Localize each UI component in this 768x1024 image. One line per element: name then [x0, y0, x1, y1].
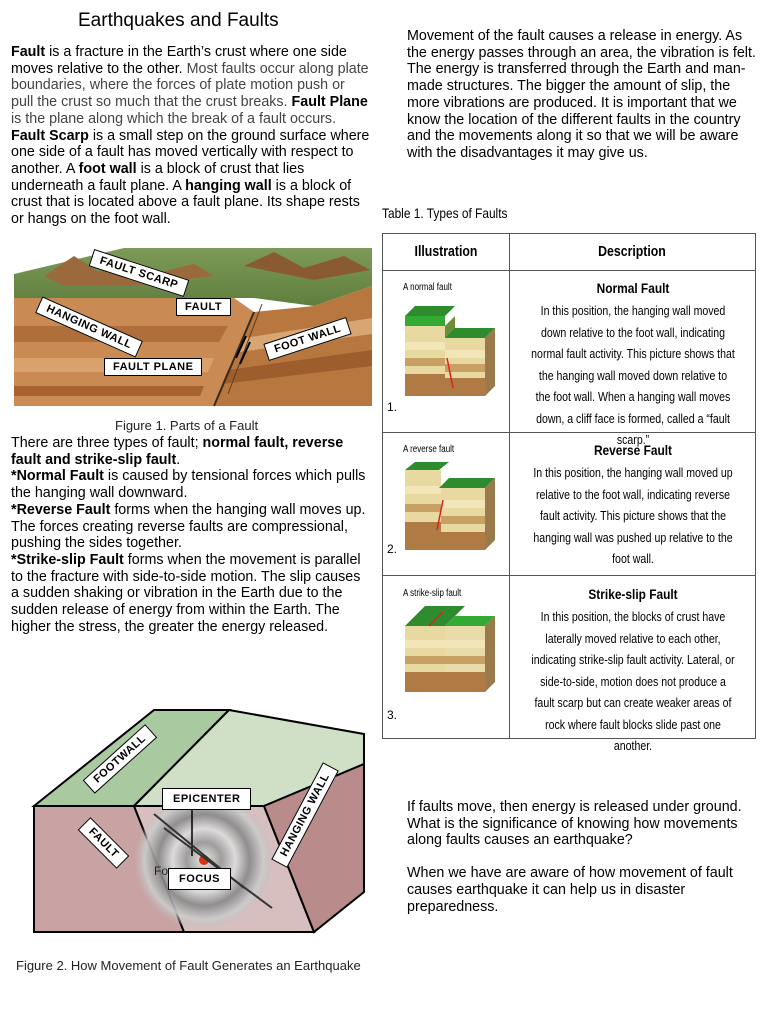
reverse-fault-definition: forms when the hanging wall moves up. Th…	[11, 501, 366, 552]
label-fo-partial: Fo	[154, 864, 169, 878]
fault-more: Most faults occur along plate boundaries…	[11, 60, 369, 111]
fault-types-paragraph: There are three types of fault; normal f…	[11, 435, 371, 635]
row3-small-label: A strike-slip fault	[403, 588, 462, 599]
figure1-diagram: FAULT SCARP FAULT HANGING WALL FOOT WALL…	[14, 246, 372, 408]
energy-paragraph: Movement of the fault causes a release i…	[407, 28, 756, 161]
row3-name: Strike-slip Fault	[588, 586, 678, 602]
term-reverse-fault: *Reverse Fault	[11, 501, 111, 518]
foot-wall-definition: is a block of crust that lies underneath…	[11, 160, 305, 194]
hanging-wall-definition: is a block of crust that is located abov…	[11, 177, 360, 228]
col-description: Description	[598, 243, 666, 260]
strike-slip-definition: forms when the movement is parallel to t…	[11, 551, 361, 635]
row2-name: Reverse Fault	[593, 442, 673, 458]
row1-small-label: A normal fault	[403, 282, 452, 293]
row3-description: In this position, the blocks of crust ha…	[531, 610, 735, 753]
term-fault-plane: Fault Plane	[291, 94, 368, 111]
answer-text: When we have are aware of how movement o…	[407, 865, 733, 915]
foot-prefix: A	[65, 160, 79, 177]
term-fault: Fault	[11, 44, 46, 60]
row1-description: In this position, the hanging wall moved…	[531, 304, 735, 447]
normal-fault-definition: is caused by tensional forces which pull…	[11, 468, 366, 502]
types-lead-bold: normal fault, reverse fault and strike-s…	[11, 435, 344, 468]
row2-description: In this position, the hanging wall moved…	[533, 466, 733, 566]
label-focus: FOCUS	[168, 868, 231, 890]
term-hanging-wall: hanging wall	[185, 177, 272, 194]
figure1-caption: Figure 1. Parts of a Fault	[115, 418, 259, 433]
term-normal-fault: *Normal Fault	[11, 468, 104, 485]
strike-slip-fault-illustration	[405, 606, 495, 692]
figure2-diagram: FOOTWALL EPICENTER HANGING WALL FAULT Fo…	[14, 702, 372, 956]
fault-definition: is a fracture in the Earth’s crust where…	[11, 44, 347, 77]
label-fault-plane: FAULT PLANE	[104, 358, 203, 376]
row2-small-label: A reverse fault	[403, 444, 455, 455]
term-strike-slip-fault: *Strike-slip Fault	[11, 551, 124, 568]
row2-number: 2.	[387, 542, 398, 556]
fault-plane-definition: is the plane along which the break of a …	[11, 110, 337, 127]
normal-fault-illustration	[405, 306, 495, 396]
question-text: If faults move, then energy is released …	[407, 799, 742, 849]
label-epicenter: EPICENTER	[162, 788, 252, 810]
qa-block: If faults move, then energy is released …	[407, 799, 759, 915]
row3-number: 3.	[387, 708, 398, 722]
fault-types-table: Illustration Description A normal fault …	[382, 233, 756, 753]
fault-scarp-definition: is a small step on the ground surface wh…	[11, 127, 370, 177]
page-title: Earthquakes and Faults	[78, 10, 279, 31]
row1-number: 1.	[387, 400, 398, 414]
types-lead-end: .	[176, 451, 181, 468]
intro-paragraph: Fault is a fracture in the Earth’s crust…	[11, 44, 371, 228]
row1-name: Normal Fault	[596, 280, 670, 296]
figure2-caption: Figure 2. How Movement of Fault Generate…	[16, 958, 361, 973]
col-illustration: Illustration	[414, 243, 478, 260]
term-foot-wall: foot wall	[78, 160, 137, 177]
types-lead: There are three types of fault;	[11, 435, 203, 451]
label-fault: FAULT	[176, 298, 232, 316]
reverse-fault-illustration	[405, 462, 495, 550]
table-title: Table 1. Types of Faults	[382, 205, 508, 221]
term-fault-scarp: Fault Scarp	[11, 127, 89, 144]
